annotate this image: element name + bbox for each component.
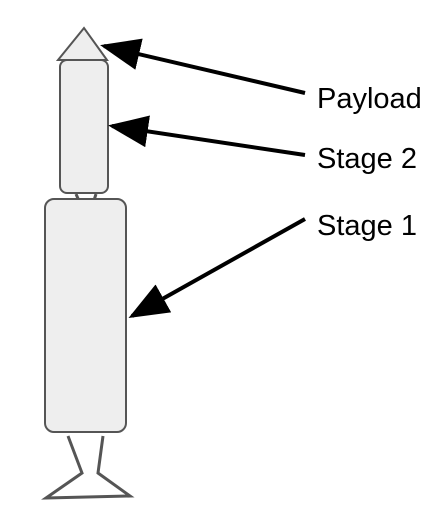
payload-arrow: [100, 38, 306, 95]
payload-label: Payload: [317, 83, 422, 115]
stage1-engine-nozzle: [41, 435, 135, 500]
stage2-label: Stage 2: [317, 143, 417, 175]
stage1-arrow: [128, 217, 306, 318]
stage1-body: [44, 198, 127, 433]
payload-nose-cone: [55, 26, 109, 61]
stage1-label: Stage 1: [317, 210, 417, 242]
stage2-arrow: [108, 115, 306, 157]
stage2-body: [59, 59, 109, 194]
